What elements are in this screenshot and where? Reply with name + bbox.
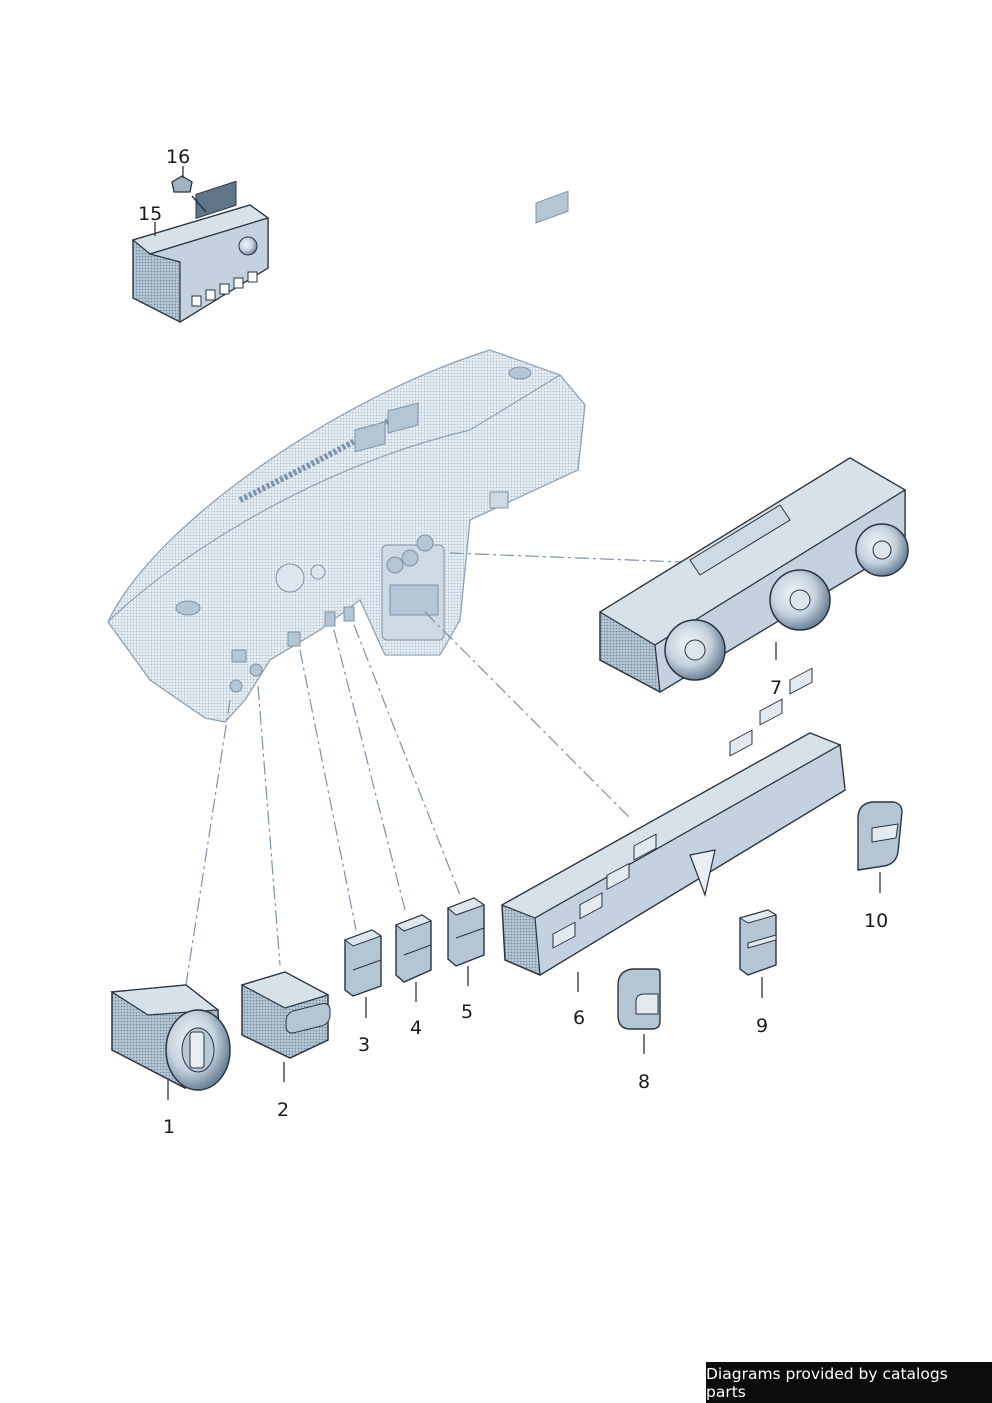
callout-2: 2: [277, 1099, 289, 1121]
part-10-switch-cap: [857, 801, 903, 871]
part-8-switch-cap: [617, 968, 661, 1030]
attribution-banner: Diagrams provided by catalogs parts: [706, 1362, 992, 1403]
part-6-switch-panel: [500, 667, 846, 977]
callout-4: 4: [410, 1017, 422, 1039]
callout-6: 6: [573, 1007, 585, 1029]
dashboard: [107, 190, 586, 723]
part-7-climate-control: [598, 457, 909, 693]
callout-15: 15: [138, 203, 162, 225]
part-1-light-switch: [110, 984, 231, 1091]
callout-8: 8: [638, 1071, 650, 1093]
callout-9: 9: [756, 1015, 768, 1037]
attribution-text: Diagrams provided by catalogs parts: [706, 1364, 948, 1401]
part-16-clip: [171, 175, 193, 193]
part-15-climate-unit: [131, 180, 270, 324]
callout-1: 1: [163, 1116, 175, 1138]
callout-7: 7: [770, 677, 782, 699]
callout-5: 5: [461, 1001, 473, 1023]
part-2-range-control: [240, 971, 331, 1059]
part-4-switch: [394, 914, 433, 983]
leader-lines: [185, 552, 683, 986]
callout-10: 10: [864, 910, 888, 932]
part-3-switch: [343, 929, 383, 997]
part-5-switch: [447, 897, 486, 967]
callout-16: 16: [166, 146, 190, 168]
callout-3: 3: [358, 1034, 370, 1056]
part-9-switch-cap: [738, 909, 778, 976]
